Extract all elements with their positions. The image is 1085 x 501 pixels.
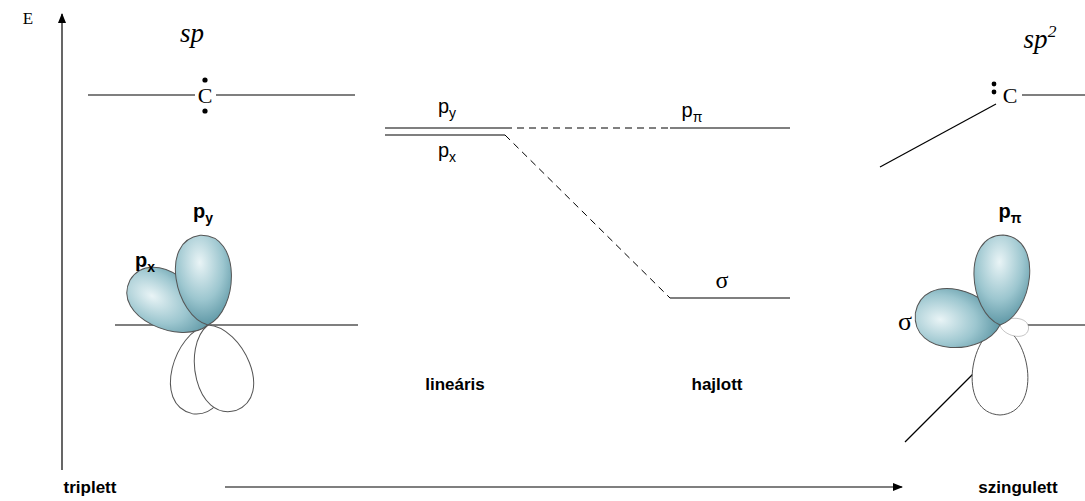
orbital-label: py	[193, 201, 213, 224]
orbital-label: σ	[898, 309, 912, 335]
hybrid-label: sp	[180, 20, 204, 47]
bond-line	[1022, 94, 1085, 95]
bond-line	[216, 94, 355, 95]
bond-line	[88, 94, 195, 95]
electron-dot	[202, 77, 207, 82]
orbital-label: pπ	[999, 201, 1022, 224]
level-label: pπ	[682, 100, 703, 123]
orbital-lobe	[972, 234, 1031, 326]
energy-level	[670, 127, 790, 128]
state-label: szingulett	[978, 479, 1057, 496]
electron-dot	[202, 108, 207, 113]
state-label: triplett	[64, 479, 117, 496]
geometry-label: lineáris	[425, 376, 485, 393]
axis-label: E	[23, 10, 33, 27]
energy-level	[385, 127, 505, 128]
atom-symbol: C	[1003, 85, 1018, 107]
hybrid-label: sp2	[1024, 23, 1057, 53]
energy-level	[670, 297, 790, 298]
level-label: σ	[716, 268, 729, 292]
energy-axis	[61, 14, 62, 470]
atom-symbol: C	[198, 85, 213, 107]
bond-line	[880, 104, 996, 167]
level-label: px	[438, 140, 456, 163]
transition-arrow	[225, 486, 902, 487]
electron-dot	[992, 82, 997, 87]
correlation-line	[505, 135, 670, 298]
geometry-label: hajlott	[692, 376, 743, 393]
orbital-label: px	[135, 250, 155, 273]
level-label: py	[438, 96, 456, 119]
correlation-line	[505, 128, 670, 129]
energy-level	[385, 134, 505, 135]
electron-dot	[992, 90, 997, 95]
orbital-lobe	[172, 233, 235, 328]
